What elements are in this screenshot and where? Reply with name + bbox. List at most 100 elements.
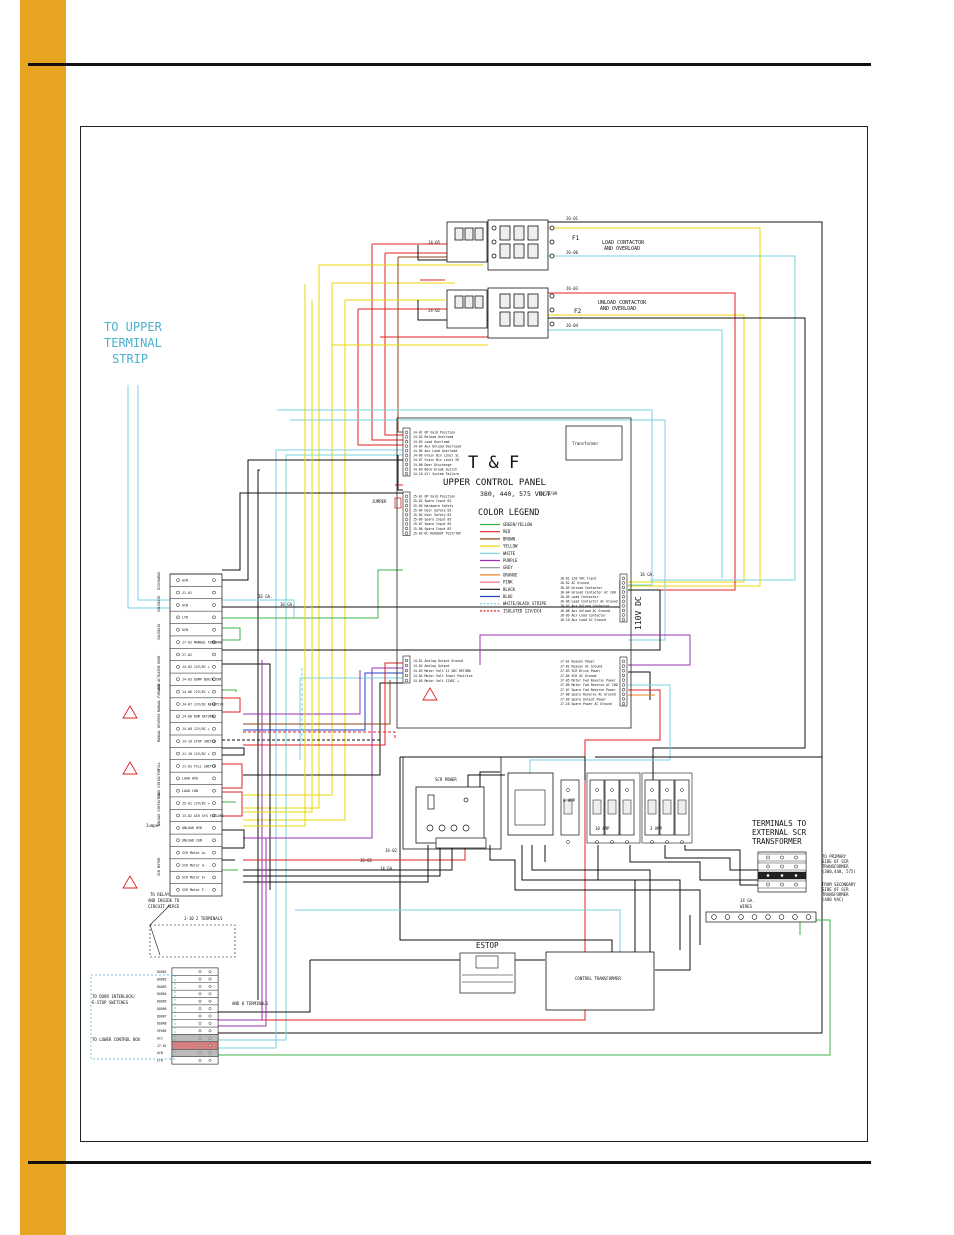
wire-black-1 <box>218 221 823 1034</box>
to-primary-2: SIDE OF SCR <box>822 859 849 864</box>
terminal-label: J7-04 SCR AC Ground <box>560 674 597 678</box>
terminal-label: J7-06 Motor Fwd Reverse AC 100 <box>560 683 618 687</box>
terminal-screw <box>621 687 626 692</box>
wire-red-1 <box>371 243 455 441</box>
jumper-label: JUMPER <box>372 499 387 504</box>
terminal-screw <box>404 458 409 462</box>
strip-terminal-label: ACN <box>182 603 188 607</box>
terminal-label: J7-07 Spare Fwd Reverse Power <box>560 688 616 692</box>
strip-terminal-label: J4-10 STOP SWITCH <box>182 739 216 743</box>
wire-cyan-11 <box>127 385 170 609</box>
wire-cyan-3 <box>218 449 403 1049</box>
wire-black-6 <box>222 492 403 571</box>
terminal-screw <box>621 673 626 678</box>
dc-label: 110V DC <box>634 596 643 630</box>
to-relay-3: CIRCUIT AIRCE <box>148 904 180 909</box>
terminal-label: J5-08 Spare Input BI <box>413 527 451 531</box>
terminal-label: J4-10 All System Failure <box>413 472 459 476</box>
wire-green-5 <box>222 689 237 692</box>
wire-red-8 <box>243 662 403 746</box>
warning-triangle-2 <box>122 761 138 775</box>
terminal-label: J4-03 Motor Volt 12 VDC RETURN <box>413 669 471 673</box>
scr-terminals-line-3: TRANSFORMER <box>752 837 802 846</box>
wire-purple-2 <box>479 634 691 666</box>
terminal-screw <box>404 526 409 531</box>
warning-triangle-panel <box>422 687 438 701</box>
strip-terminal-label: J1-01 <box>182 591 192 595</box>
terminal-label: J4-08 Door Discharge <box>413 463 451 467</box>
terminal-label: J8-09 Aux Load Contactor <box>560 613 606 617</box>
panel-date: 10/20/09 <box>538 491 558 496</box>
terminal-label: J4-06 Grain Bin Limit SL <box>413 454 459 458</box>
terminal-label: J4-01 UP Vaid Position <box>413 431 455 435</box>
color-legend-title: COLOR LEGEND <box>478 508 539 518</box>
door-interlock-2: E-STOP SWITCHES <box>92 1000 129 1005</box>
to-upper-line-3: STRIP <box>112 352 148 366</box>
footer-rule <box>28 1161 871 1164</box>
wire-black-18 <box>243 845 441 877</box>
terminal-label: J4-02 Reload Overload <box>413 435 453 439</box>
to-upper-terminal-note: TO UPPER TERMINAL STRIP <box>104 320 163 366</box>
terminal-label: J4-09 Back-break Switch <box>413 467 457 471</box>
wire-black-33 <box>655 915 691 971</box>
wire-green-1 <box>222 569 403 619</box>
strip-terminal-label: SCR Motor A- <box>182 863 206 867</box>
wire-purple-5 <box>243 670 361 715</box>
terminal-label: J8-06 Load Contactor AC Ground <box>560 600 618 604</box>
wire-label-j6-01b: J6-01 <box>360 858 373 863</box>
lower-strip-label: DOOR6 <box>157 1007 167 1011</box>
wire-label-j4-02: J4-02 <box>428 308 441 313</box>
terminal-screw <box>404 503 409 508</box>
wire-label-j6-04: J6-04 <box>566 323 579 328</box>
terminal-label: J8-07 Aux Unload Contactor <box>560 604 610 608</box>
to-primary-3: TRANSFORMER <box>822 864 849 869</box>
terminal-screw <box>404 522 409 526</box>
wire-label-j6-06: J6-06 <box>566 250 579 255</box>
lower-strip-label: DOOR7 <box>157 1014 167 1018</box>
strip-side-label: MANUAL FORWARD <box>157 683 161 712</box>
terminal-screw <box>404 444 409 448</box>
lower-strip-label: DOOR5 <box>157 1000 167 1004</box>
terminal-label: J5-07 Spare Input BI <box>413 522 451 526</box>
wire-black-7 <box>257 469 260 1000</box>
terminal-screw <box>621 692 626 696</box>
wire-blue-1 <box>243 672 403 731</box>
lower-strip-label: ACN <box>157 1051 163 1055</box>
strip-side-label: DISCHARGE <box>157 572 161 590</box>
wire-cyan-1 <box>548 255 796 581</box>
strip-terminal-label: J1-01 FILL SWITCH <box>182 764 216 768</box>
wire-yellow-4 <box>493 314 745 583</box>
to-relay-1: TO RELAY <box>150 892 170 897</box>
terminal-screw <box>621 697 626 701</box>
wire-black-19 <box>243 845 429 883</box>
terminal-screw <box>621 664 626 668</box>
load-contactor <box>446 219 555 271</box>
to-upper-line-1: TO UPPER <box>104 320 163 334</box>
wire-black-27 <box>629 845 758 881</box>
wire-black-37 <box>222 829 245 849</box>
legend-entry: ISOLATED 12V/DC4 <box>503 608 542 613</box>
wire-green-4 <box>222 627 241 641</box>
terminal-screw <box>621 599 626 603</box>
control-transformer-label: CONTROL TRANSFORMER <box>575 976 621 981</box>
terminal-screw <box>404 668 409 673</box>
strip-side-label: AIR ACTUATOR <box>157 665 161 690</box>
to-primary-1: TO PRIMARY <box>822 854 847 859</box>
to-lower-control: TO LOWER CONTROL BOX <box>92 1037 141 1042</box>
page-side-bar <box>20 0 66 1235</box>
color-legend: GREEN/YELLOWREDBROWNYELLOWWHITEPURPLEGRE… <box>480 522 547 613</box>
wire-black-11 <box>222 663 271 890</box>
wire-yellow-1 <box>243 264 483 809</box>
lower-dashed-callout <box>90 974 176 1060</box>
load-contactor-label-1: LOAD CONTACTOR <box>602 240 645 246</box>
strip-terminal-label: J7-02 <box>182 653 192 657</box>
lower-strip-label: AC1 <box>157 1036 163 1040</box>
wire-purple-4 <box>218 660 263 1021</box>
terminal-label: J8-01 120 VAC Input <box>560 577 597 581</box>
wire-yellow-5 <box>548 227 761 587</box>
wire-black-31 <box>218 960 311 1013</box>
wire-black-22 <box>489 845 701 945</box>
terminal-label: J7-05 Motor Fwd Reverse Power <box>560 678 616 682</box>
wire-red-dash-1 <box>243 731 396 740</box>
